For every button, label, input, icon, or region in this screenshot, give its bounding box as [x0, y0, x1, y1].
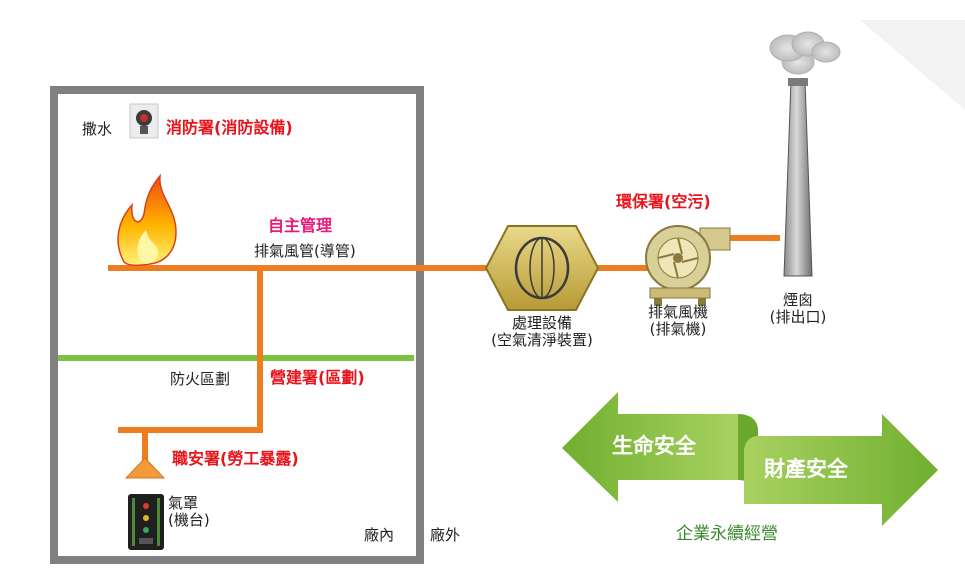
machine-icon	[128, 494, 164, 550]
epa-label: 環保署(空污)	[616, 192, 711, 211]
hood-icon	[124, 457, 166, 479]
corner-decoration	[860, 20, 965, 110]
property-safety-arrow	[744, 414, 938, 526]
outside-factory-label: 廠外	[430, 526, 461, 544]
exhaust-duct	[108, 235, 780, 462]
treatment-device-label-line2: (空氣清淨裝置)	[491, 331, 593, 350]
exhaust-fan-label: 排氣風機 (排氣機)	[632, 303, 724, 339]
construction-department-label: 營建署(區劃)	[270, 368, 365, 387]
labor-safety-department-label: 職安署(勞工暴露)	[172, 449, 299, 468]
hood-label-line2: (機台)	[168, 511, 210, 530]
exhaust-fan-label-line2: (排氣機)	[649, 320, 707, 339]
treatment-device-label: 處理設備 (空氣清淨裝置)	[476, 314, 608, 350]
chimney-label: 煙囪 (排出口)	[752, 291, 844, 327]
exhaust-duct-label: 排氣風管(導管)	[254, 242, 356, 260]
treatment-device-label-line1: 處理設備	[511, 314, 572, 332]
fire-zone-label: 防火區劃	[170, 370, 231, 388]
sprinkler-label: 撒水	[82, 120, 113, 138]
property-safety-label: 財產安全	[764, 457, 848, 481]
fire-department-label: 消防署(消防設備)	[166, 118, 293, 137]
exhaust-fan-icon	[645, 225, 731, 306]
chimney-label-line1: 煙囪	[782, 291, 813, 309]
sprinkler-icon	[129, 103, 159, 139]
exhaust-fan-label-line1: 排氣風機	[647, 303, 708, 321]
self-management-label: 自主管理	[268, 216, 333, 235]
factory-building-outline	[50, 86, 424, 564]
life-safety-label: 生命安全	[612, 434, 696, 458]
hood-label-line1: 氣罩	[168, 494, 199, 512]
sustainable-operation-label: 企業永續經營	[676, 524, 778, 544]
flame-icon	[117, 173, 177, 267]
inside-factory-label: 廠內	[364, 526, 395, 544]
chimney-icon	[769, 31, 841, 277]
hood-label: 氣罩 (機台)	[168, 494, 210, 530]
chimney-label-line2: (排出口)	[769, 308, 827, 327]
air-cleaner-icon	[484, 225, 600, 311]
